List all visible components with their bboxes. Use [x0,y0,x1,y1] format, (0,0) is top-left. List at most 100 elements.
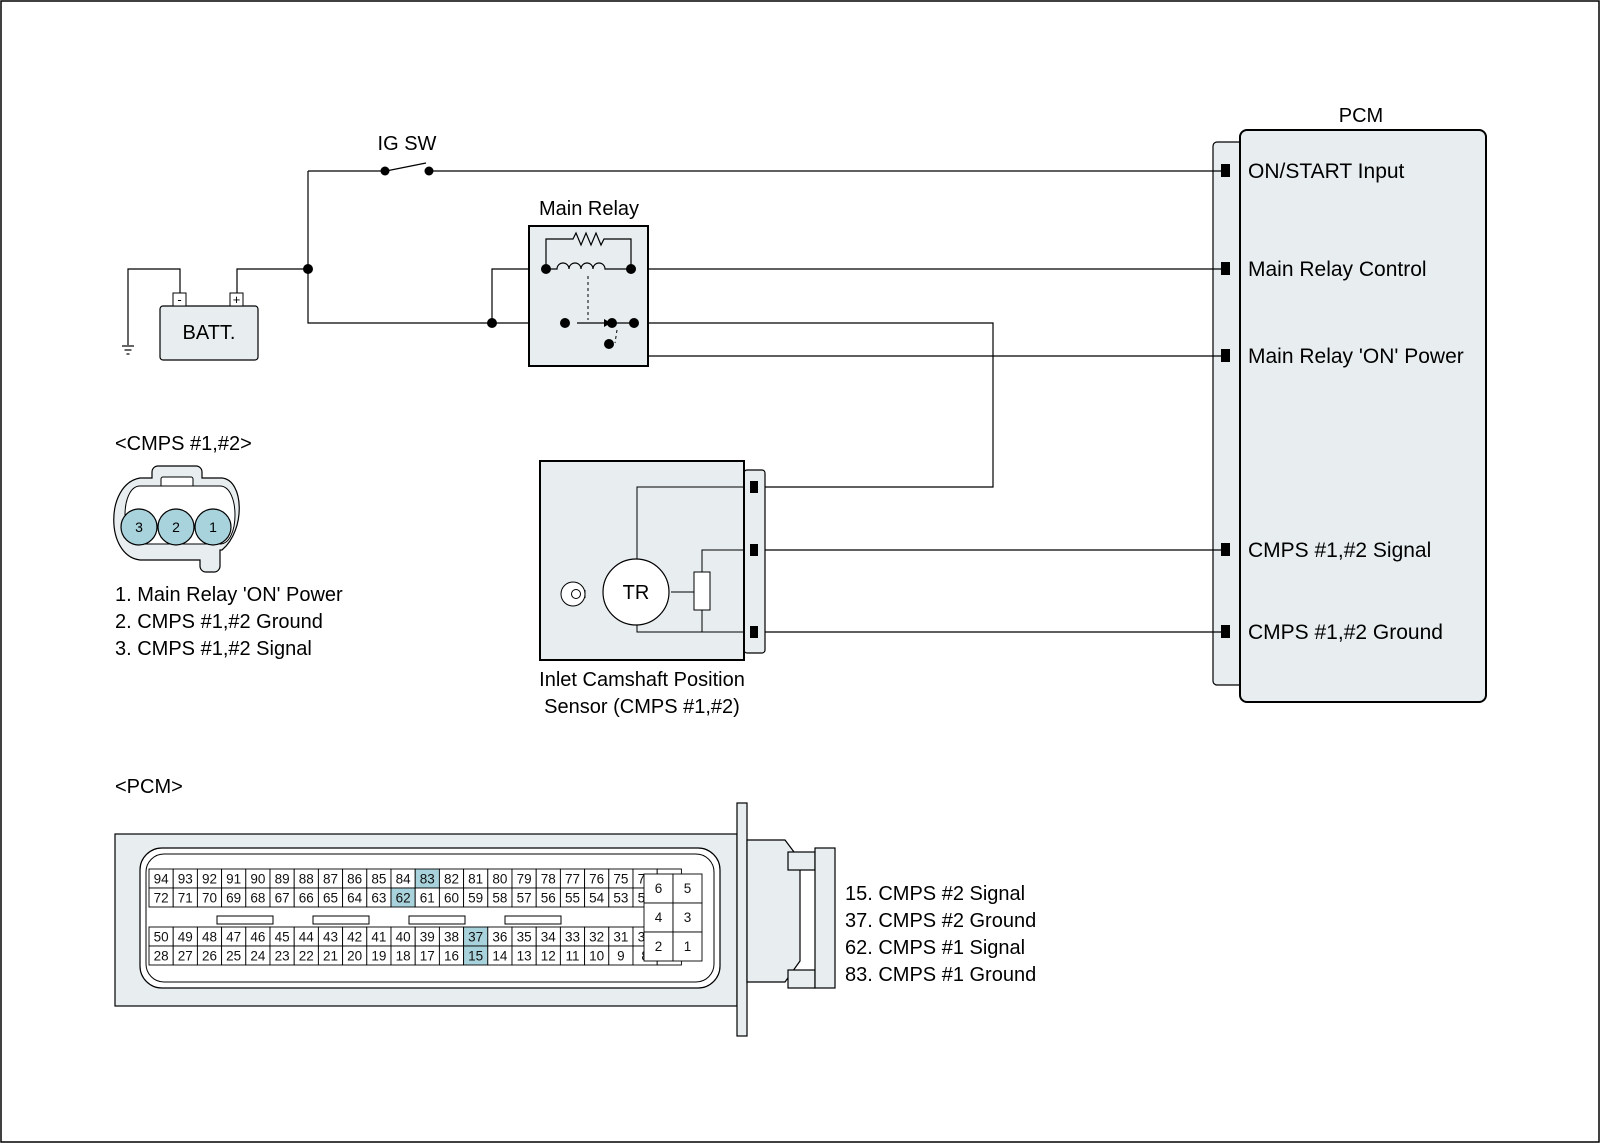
pcm-pin-number: 37 [468,930,483,945]
pcm-pin-number: 61 [420,891,435,906]
cmps-legend-item: 3. CMPS #1,#2 Signal [115,638,312,660]
pcm-pin-terminal [1221,349,1230,362]
sensor-name-line2: Sensor (CMPS #1,#2) [544,696,740,718]
pcm-pin-number: 36 [492,930,507,945]
pcm-pin-number: 78 [541,872,556,887]
battery-positive-sign: + [233,292,241,307]
pcm-pin-number: 55 [565,891,580,906]
ground-symbol [122,268,181,355]
battery-body [159,305,259,361]
pcm-pin-number: 79 [517,872,532,887]
pcm-pin-number: 90 [250,872,265,887]
pcm-pin-number: 14 [492,949,508,964]
pcm-pin-number: 81 [468,872,483,887]
pcm-pin-number: 9 [617,949,625,964]
sensor-pin-terminal [750,544,758,556]
pcm-pin-number: 23 [275,949,290,964]
pcm-pin-number: 10 [589,949,604,964]
pcm-connector-title: <PCM> [115,776,183,798]
pcm-pin-number: 31 [613,930,628,945]
pcm-pin-number: 59 [468,891,483,906]
sensor-connector-strip [743,469,766,654]
pcm-small-pin-cell [643,902,674,933]
pcm-small-pin-number: 5 [684,881,692,896]
battery: BATT. - + [159,292,259,361]
pcm-pin-number: 82 [444,872,459,887]
pcm-pin-number: 19 [371,949,386,964]
pcm-block: PCM ON/START Input Main Relay Control Ma… [1212,105,1487,703]
pcm-pin-number: 91 [226,872,241,887]
pcm-pin-number: 77 [565,872,580,887]
pcm-pin-number: 48 [202,930,217,945]
ig-sw-contact [380,166,390,176]
pcm-pin-number: 49 [178,930,193,945]
pcm-pin-number: 12 [541,949,556,964]
pcm-pin-number: 26 [202,949,217,964]
ig-sw-contact [424,166,434,176]
sensor-tr-label: TR [623,582,650,604]
relay-coil [546,262,631,270]
pcm-pin-number: 28 [154,949,169,964]
cmps-pin-number: 1 [209,519,217,535]
pcm-pin-number: 17 [420,949,435,964]
pcm-pin-number: 87 [323,872,338,887]
pcm-small-pin-number: 1 [684,939,692,954]
pcm-pin-number: 88 [299,872,314,887]
pcm-pin-number: 60 [444,891,459,906]
pcm-legend-item: 83. CMPS #1 Ground [845,964,1036,986]
pcm-connector-flange [736,802,748,1037]
cmps-pin-number: 3 [135,519,143,535]
pcm-pin-number: 18 [396,949,411,964]
pcm-pin-number: 65 [323,891,338,906]
pcm-body [1239,129,1487,703]
pcm-pin-terminal [1221,164,1230,177]
pcm-small-pin-cell [672,931,703,962]
pcm-legend-item: 15. CMPS #2 Signal [845,883,1025,905]
pcm-pin-number: 44 [299,930,315,945]
pcm-pin-number: 50 [154,930,169,945]
pcm-pin-number: 92 [202,872,217,887]
sensor-transistor [602,558,670,626]
pcm-pin-number: 32 [589,930,604,945]
pcm-pin-number: 75 [613,872,628,887]
pcm-pin-number: 66 [299,891,314,906]
pcm-small-pin-cell [672,873,703,904]
pcm-pin-on-start-input: ON/START Input [1248,160,1405,183]
pcm-pin-number: 20 [347,949,362,964]
cmps-connector-pin [157,508,195,546]
pcm-pin-number: 72 [154,891,169,906]
pcm-small-pin-number: 2 [655,939,663,954]
pcm-pin-number: 63 [371,891,386,906]
sensor-pin-terminal [750,481,758,493]
pcm-legend-item: 62. CMPS #1 Signal [845,937,1025,959]
pcm-pin-number: 11 [565,949,579,964]
pcm-pin-terminal [1221,625,1230,638]
pcm-pin-number: 64 [347,891,363,906]
sensor-resistor [693,571,711,611]
pcm-pin-number: 83 [420,872,435,887]
pcm-pin-number: 43 [323,930,338,945]
pcm-pin-number: 22 [299,949,314,964]
pcm-pin-number: 86 [347,872,362,887]
pcm-pin-number: 25 [226,949,241,964]
pcm-pin-number: 67 [275,891,290,906]
pcm-pin-number: 68 [250,891,265,906]
pcm-pin-number: 94 [154,872,170,887]
pcm-small-pin-cell [672,902,703,933]
pcm-pin-number: 71 [178,891,193,906]
pcm-pin-number: 27 [178,949,193,964]
pcm-pin-number: 56 [541,891,556,906]
pcm-pin-number: 38 [444,930,459,945]
cmps-connector-title: <CMPS #1,#2> [115,433,252,455]
main-relay-label: Main Relay [539,198,639,220]
pcm-pin-number: 84 [396,872,412,887]
pcm-pin-number: 15 [468,949,483,964]
cmps-pin-number: 2 [172,519,180,535]
main-relay: Main Relay [528,198,649,367]
ignition-switch: IG SW [378,133,437,176]
pcm-pin-terminal [1221,262,1230,275]
ig-sw-label: IG SW [378,133,437,155]
